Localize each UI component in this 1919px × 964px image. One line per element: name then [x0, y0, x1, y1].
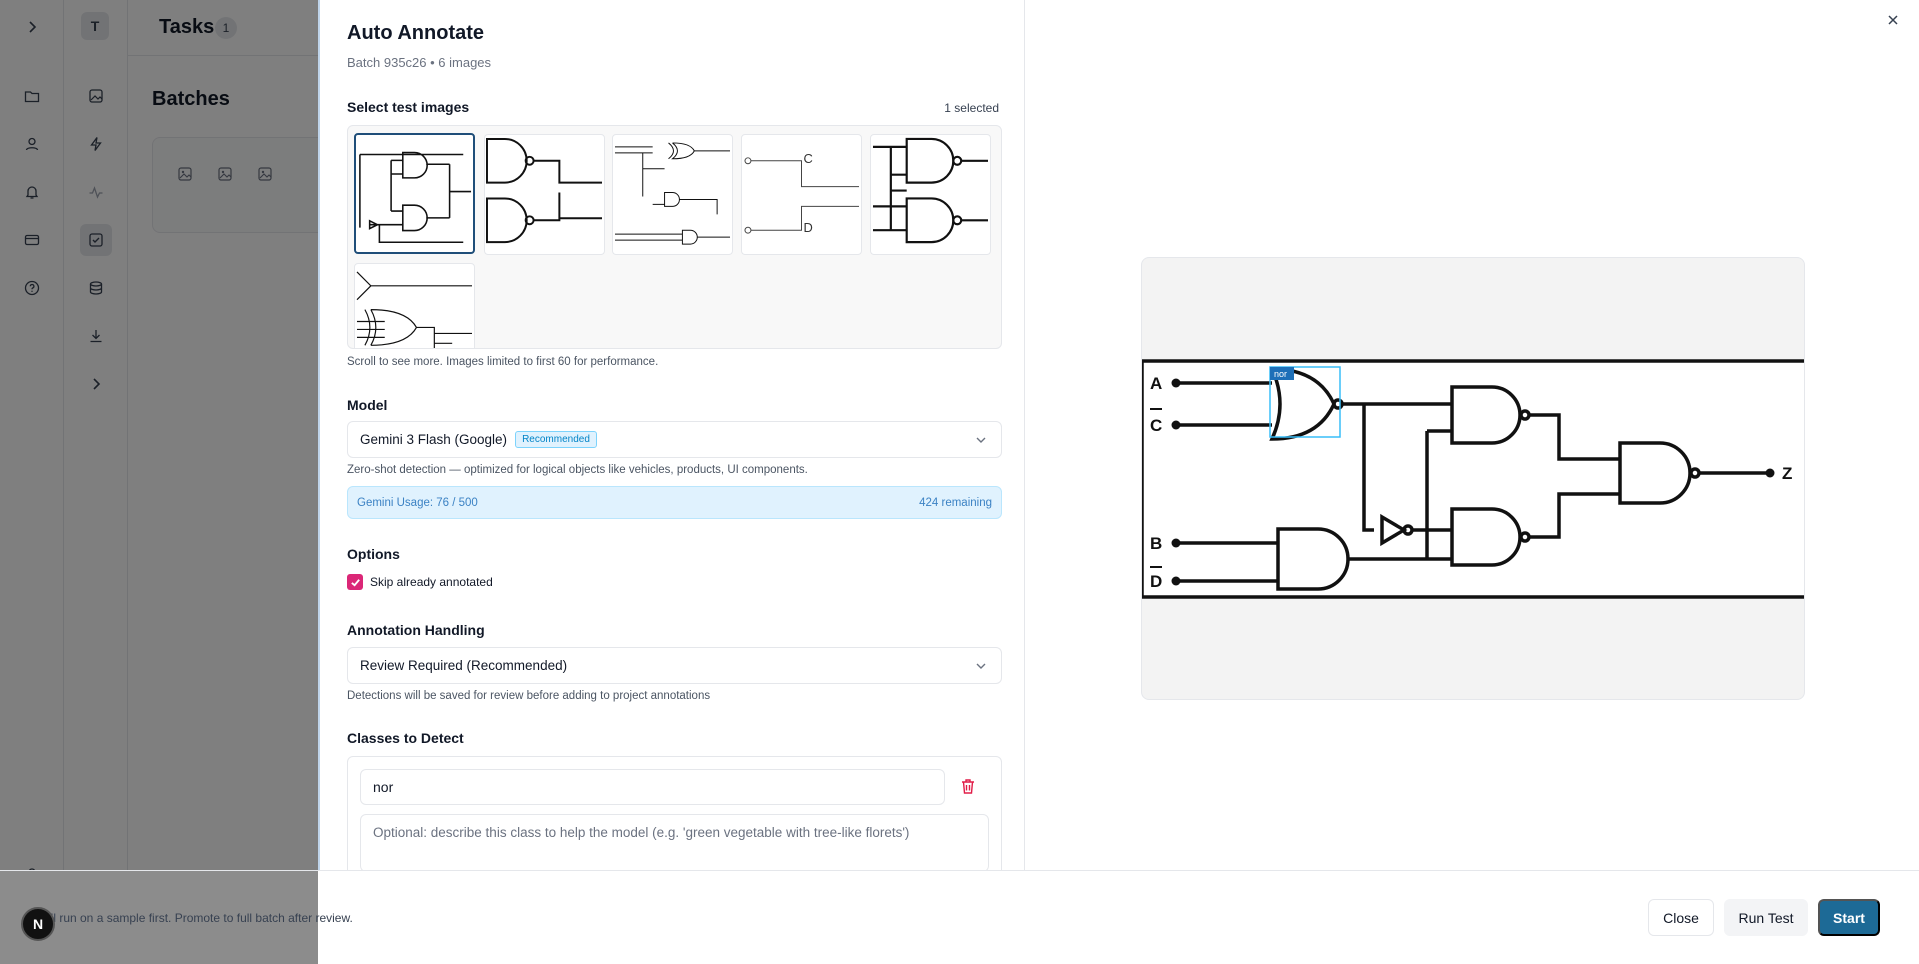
class-description-input[interactable]: Optional: describe this class to help th… — [360, 814, 989, 870]
test-image-thumbnail[interactable] — [612, 134, 733, 255]
detection-box[interactable] — [1269, 366, 1341, 438]
dialog-title: Auto Annotate — [347, 22, 485, 44]
preview-panel: A C B D Z nor — [1024, 0, 1919, 870]
circuit-image: A C B D Z nor — [1142, 359, 1804, 599]
circuit-label-z: Z — [1782, 464, 1792, 483]
classes-label: Classes to Detect — [347, 730, 464, 746]
test-image-thumbnail[interactable] — [484, 134, 605, 255]
dialog-footer: s will run on a sample first. Promote to… — [0, 870, 1919, 964]
footer-note: s will run on a sample first. Promote to… — [30, 911, 353, 925]
model-select-value: Gemini 3 Flash (Google) — [360, 432, 508, 447]
trash-icon[interactable] — [960, 778, 976, 800]
svg-text:C: C — [803, 151, 812, 166]
run-test-button[interactable]: Run Test — [1724, 899, 1808, 936]
chevron-down-icon — [975, 660, 987, 675]
circuit-label-b: B — [1150, 534, 1162, 553]
test-image-thumbnail[interactable] — [354, 263, 475, 348]
select-images-label: Select test images — [347, 99, 470, 115]
test-image-thumbnail[interactable]: C D — [741, 134, 862, 255]
test-image-grid[interactable]: C D — [347, 125, 1002, 349]
annotation-handling-label: Annotation Handling — [347, 622, 485, 638]
annotation-handling-hint: Detections will be saved for review befo… — [347, 690, 711, 702]
usage-remaining: 424 remaining — [919, 497, 992, 509]
selected-count: 1 selected — [944, 101, 999, 115]
circuit-label-a: A — [1150, 374, 1162, 393]
class-name-input[interactable]: nor — [360, 769, 945, 805]
batch-subtitle: Batch 935c26 • 6 images — [347, 55, 492, 70]
test-image-thumbnail[interactable] — [870, 134, 991, 255]
detection-label-bg — [1270, 367, 1294, 380]
model-select[interactable]: Gemini 3 Flash (Google) Recommended — [347, 421, 1002, 458]
circuit-label-c: C — [1150, 416, 1162, 435]
user-avatar[interactable]: N — [21, 907, 55, 941]
recommended-badge: Recommended — [515, 431, 597, 448]
options-label: Options — [347, 546, 400, 562]
test-image-thumbnail[interactable] — [354, 133, 475, 254]
image-preview[interactable]: A C B D Z nor — [1141, 257, 1805, 700]
check-icon — [350, 578, 360, 587]
circuit-label-d: D — [1150, 572, 1162, 591]
svg-text:D: D — [803, 220, 812, 235]
class-editor: nor Optional: describe this class to hel… — [347, 756, 1002, 870]
chevron-down-icon — [975, 434, 987, 449]
skip-annotated-label[interactable]: Skip already annotated — [370, 575, 493, 589]
model-hint: Zero-shot detection — optimized for logi… — [347, 464, 808, 476]
annotation-handling-select[interactable]: Review Required (Recommended) — [347, 647, 1002, 684]
start-button[interactable]: Start — [1818, 899, 1880, 936]
close-icon[interactable] — [1883, 10, 1903, 30]
annotation-handling-value: Review Required (Recommended) — [360, 658, 568, 673]
detection-label: nor — [1274, 369, 1287, 379]
usage-bar: Gemini Usage: 76 / 500 424 remaining — [347, 486, 1002, 519]
skip-annotated-checkbox[interactable] — [347, 574, 363, 590]
usage-count: Gemini Usage: 76 / 500 — [357, 497, 478, 509]
close-button[interactable]: Close — [1648, 899, 1714, 936]
auto-annotate-panel: Auto Annotate Batch 935c26 • 6 images Se… — [318, 0, 1024, 870]
scroll-hint: Scroll to see more. Images limited to fi… — [347, 356, 659, 368]
model-label: Model — [347, 397, 388, 413]
